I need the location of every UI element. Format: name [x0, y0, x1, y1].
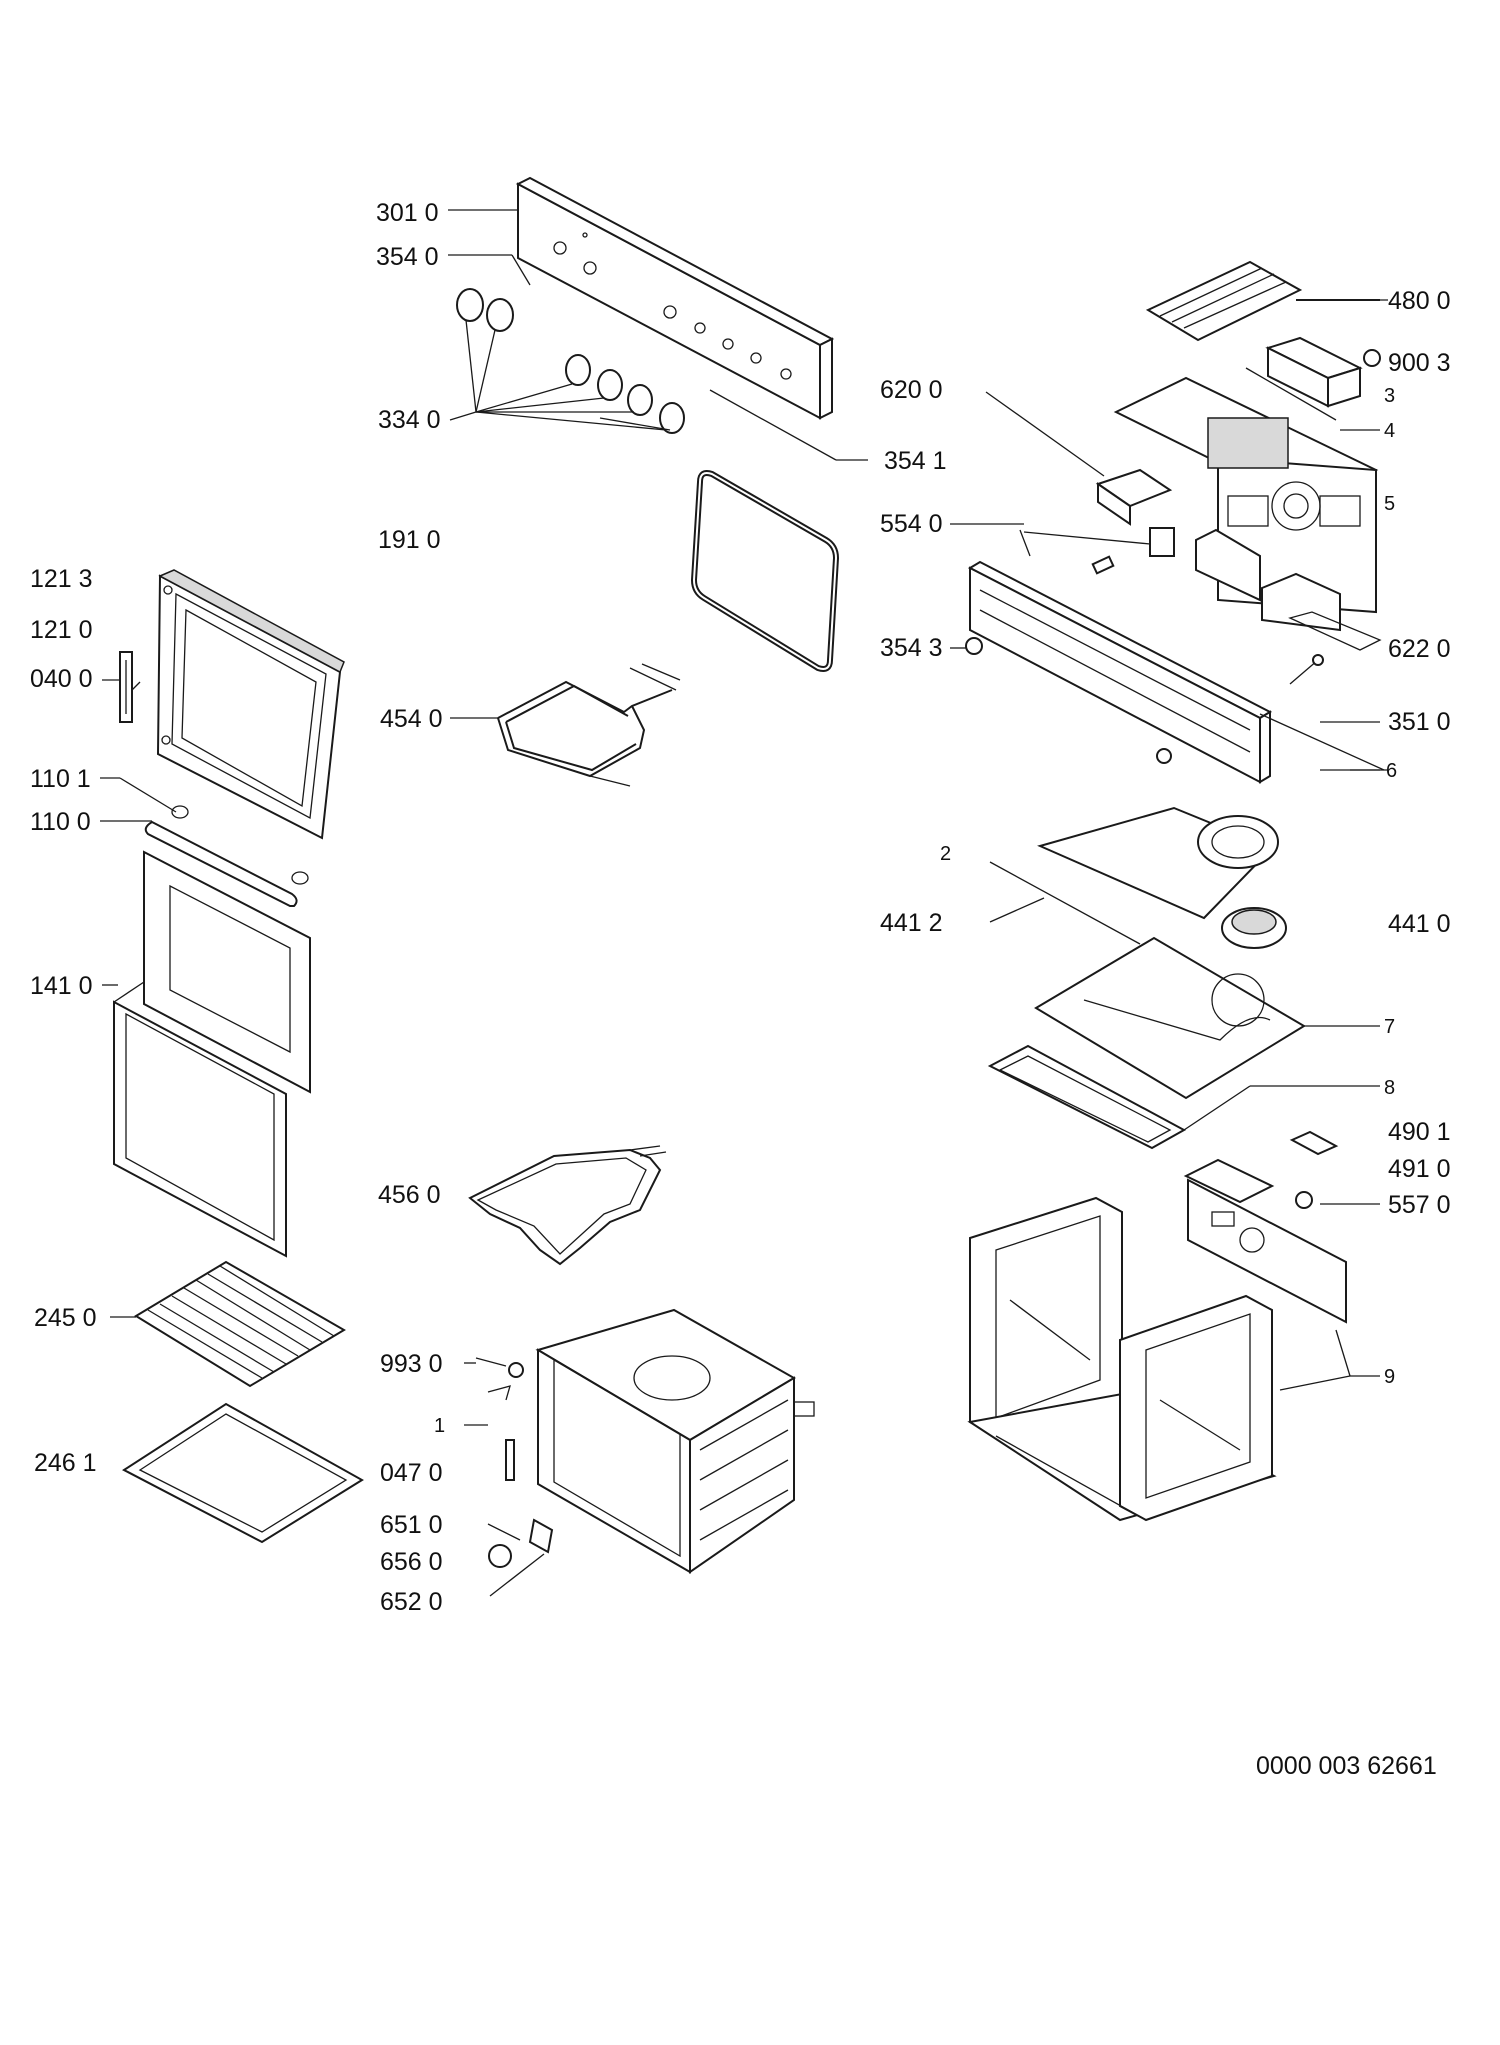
oven-door-frame-part [156, 569, 345, 840]
document-code: 0000 003 62661 [1256, 1752, 1437, 1780]
label-652-0: 652 0 [380, 1588, 443, 1616]
label-141-0: 141 0 [30, 972, 93, 1000]
label-351-0: 351 0 [1388, 708, 1451, 736]
label-620-0: 620 0 [880, 376, 943, 404]
label-622-0: 622 0 [1388, 635, 1451, 663]
oven-cavity-part [535, 1308, 815, 1574]
oven-door-seal-part [690, 470, 840, 672]
part-number-labels: 301 0 354 0 334 0 354 1 191 0 121 3 121 … [30, 199, 1451, 1780]
door-hinge-part [119, 651, 141, 723]
label-554-0: 554 0 [880, 510, 943, 538]
small-box-part [1245, 336, 1381, 421]
fan-assembly-part [989, 806, 1287, 949]
label-110-1: 110 1 [30, 765, 91, 793]
label-490-1: 490 1 [1388, 1118, 1451, 1146]
label-040-0: 040 0 [30, 665, 93, 693]
label-454-0: 454 0 [380, 705, 443, 733]
relay-component-part [985, 391, 1175, 575]
label-4: 4 [1384, 420, 1395, 442]
label-6: 6 [1386, 760, 1397, 782]
front-frame-part [965, 560, 1324, 784]
label-246-1: 246 1 [34, 1449, 97, 1477]
label-110-0: 110 0 [30, 808, 91, 836]
electronics-module-part [1113, 376, 1382, 651]
door-handle-part [144, 805, 309, 907]
label-354-3: 354 3 [880, 634, 943, 662]
label-491-0: 491 0 [1388, 1155, 1451, 1183]
label-2: 2 [940, 843, 951, 865]
label-993-0: 993 0 [380, 1350, 443, 1378]
lower-heating-element-part [468, 1145, 667, 1266]
label-191-0: 191 0 [378, 526, 441, 554]
label-441-2: 441 2 [880, 909, 943, 937]
top-rack-part [1145, 260, 1380, 342]
label-900-3: 900 3 [1388, 349, 1451, 377]
grill-heating-element-part [497, 663, 681, 787]
label-5: 5 [1384, 493, 1395, 515]
label-301-0: 301 0 [376, 199, 439, 227]
label-354-1: 354 1 [884, 447, 947, 475]
label-8: 8 [1384, 1077, 1395, 1099]
door-glass-panels-part [113, 850, 311, 1258]
rear-cover-plates-part [987, 936, 1306, 1150]
label-441-0: 441 0 [1388, 910, 1451, 938]
label-7: 7 [1384, 1016, 1395, 1038]
label-1: 1 [434, 1415, 445, 1437]
label-656-0: 656 0 [380, 1548, 443, 1576]
control-knobs-part [456, 288, 685, 434]
label-354-0: 354 0 [376, 243, 439, 271]
outer-casing-part [967, 1196, 1277, 1522]
baking-tray-part [122, 1402, 364, 1544]
label-3: 3 [1384, 385, 1395, 407]
label-651-0: 651 0 [380, 1511, 443, 1539]
label-557-0: 557 0 [1388, 1191, 1451, 1219]
control-panel-part [515, 176, 835, 420]
label-456-0: 456 0 [378, 1181, 441, 1209]
label-245-0: 245 0 [34, 1304, 97, 1332]
label-9: 9 [1384, 1366, 1395, 1388]
label-121-3: 121 3 [30, 565, 93, 593]
lamp-and-screws-part [475, 1357, 554, 1597]
label-047-0: 047 0 [380, 1459, 443, 1487]
label-480-0: 480 0 [1388, 287, 1451, 315]
label-121-0: 121 0 [30, 616, 93, 644]
leader-lines [100, 209, 1388, 1426]
terminal-block-part [1183, 1130, 1347, 1324]
label-334-0: 334 0 [378, 406, 441, 434]
wire-shelf-part [134, 1260, 346, 1388]
